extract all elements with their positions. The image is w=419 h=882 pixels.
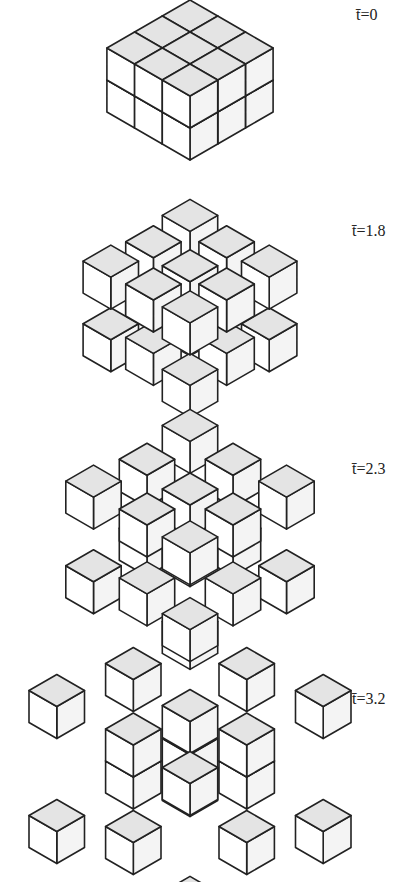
cube-face	[162, 752, 217, 784]
cube-face	[242, 245, 297, 277]
cube-face	[106, 648, 161, 680]
cube-face	[119, 493, 174, 525]
cube-face	[199, 268, 254, 300]
cube-face	[219, 713, 274, 745]
cube-face	[83, 245, 138, 277]
cube-face	[296, 675, 352, 707]
cube-face	[259, 550, 314, 582]
cube-face	[162, 353, 217, 385]
cube-face	[29, 675, 85, 707]
cube-face	[162, 876, 217, 882]
cube-face	[66, 550, 121, 582]
cube-face	[119, 443, 174, 475]
cube-face	[126, 268, 181, 300]
cube-face	[162, 521, 217, 553]
cube-face	[219, 648, 274, 680]
time-label: t̄=2.3	[352, 460, 385, 478]
cube-face	[162, 690, 217, 722]
cube-face	[66, 465, 121, 497]
cube-face	[106, 811, 161, 843]
cube-face	[162, 473, 217, 505]
cube-face	[162, 291, 217, 323]
cube-face	[219, 811, 274, 843]
cube-face	[162, 598, 217, 630]
time-label: t̄=3.2	[352, 690, 385, 708]
cube-face	[205, 493, 260, 525]
cube-face	[199, 226, 254, 258]
time-label: t̄=0	[356, 6, 377, 24]
cube-face	[106, 713, 161, 745]
cube-face	[296, 800, 352, 832]
cube-face	[205, 443, 260, 475]
time-label: t̄=1.8	[352, 222, 385, 240]
cube-face	[259, 465, 314, 497]
cube-face	[162, 250, 217, 282]
cube-face	[162, 64, 217, 96]
cube-face	[29, 800, 85, 832]
cube-face	[126, 226, 181, 258]
cube-face	[162, 199, 217, 231]
cube-face	[162, 409, 217, 441]
